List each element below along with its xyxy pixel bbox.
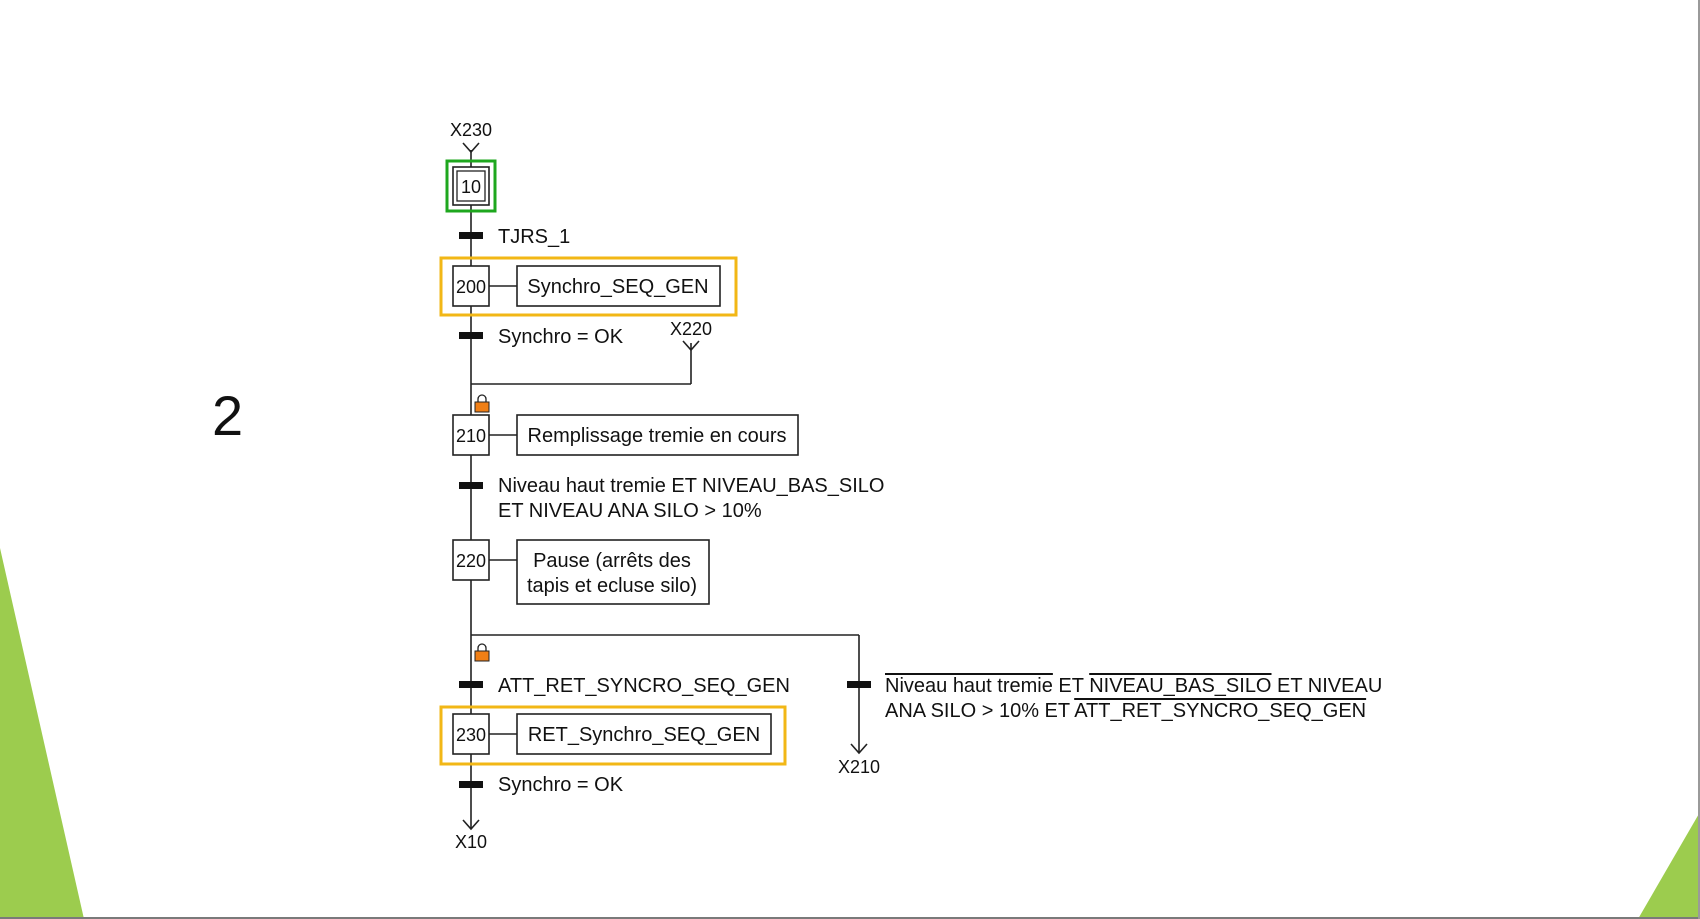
slide-right-border (1698, 0, 1700, 919)
transition-bar-5 (459, 781, 483, 788)
step-200-number: 200 (456, 277, 486, 297)
lock-icon (474, 394, 490, 413)
ref-x10: X10 (455, 832, 487, 852)
transition-4-label: ATT_RET_SYNCRO_SEQ_GEN (498, 675, 790, 697)
slide-bottom-border (0, 917, 1700, 919)
step-220-box (452, 539, 490, 581)
active-step-highlight (445, 159, 497, 213)
transition-alt-line2: ANA SILO > 10% ET ATT_RET_SYNCRO_SEQ_GEN (885, 700, 1366, 722)
action-box-200 (516, 265, 721, 307)
entry-arrow (462, 142, 480, 154)
alt-seg-5: ANA SILO > 10% ET (885, 700, 1074, 722)
step-210-number: 210 (456, 426, 486, 446)
left-green-triangle (0, 548, 84, 919)
alt-seg-negated-1: Niveau haut tremie (885, 675, 1053, 697)
alt-seg-2: ET (1053, 675, 1089, 697)
action-210-label: Remplissage tremie en cours (528, 425, 787, 447)
initial-step-number: 10 (461, 177, 481, 197)
branch-x210-arrow (850, 743, 868, 755)
action-box-220 (516, 539, 710, 605)
transition-3-label-line2: ET NIVEAU ANA SILO > 10% (498, 500, 762, 522)
lock-icon (474, 643, 490, 662)
transition-bar-alt (847, 681, 871, 688)
alt-seg-negated-6: ATT_RET_SYNCRO_SEQ_GEN (1074, 700, 1366, 722)
transition-5-label: Synchro = OK (498, 774, 624, 796)
transition-bar-3 (459, 482, 483, 489)
step-230-number: 230 (456, 725, 486, 745)
entry-ref-x230: X230 (450, 120, 492, 140)
transition-alt-line1: Niveau haut tremie ET NIVEAU_BAS_SILO ET… (885, 675, 1382, 697)
initial-step-outer (452, 166, 490, 206)
step-220-number: 220 (456, 551, 486, 571)
macro-highlight-230 (439, 705, 787, 766)
transition-1-label: TJRS_1 (498, 226, 570, 248)
action-220-label-line2: tapis et ecluse silo) (527, 575, 697, 597)
transition-3-label-line1: Niveau haut tremie ET NIVEAU_BAS_SILO (498, 475, 884, 497)
ref-x210: X210 (838, 757, 880, 777)
transition-bar-4 (459, 681, 483, 688)
ref-x220: X220 (670, 319, 712, 339)
x220-arrow (682, 340, 700, 352)
initial-step-inner (456, 170, 486, 202)
transition-bar-1 (459, 232, 483, 239)
macro-highlight-200 (439, 256, 738, 317)
step-200-box (452, 265, 490, 307)
transition-2-label: Synchro = OK (498, 326, 624, 348)
action-box-230 (516, 713, 772, 755)
action-220-label-line1: Pause (arrêts des (533, 550, 691, 572)
exit-arrow (462, 819, 480, 831)
transition-bar-2 (459, 332, 483, 339)
alt-seg-negated-3: NIVEAU_BAS_SILO (1089, 675, 1271, 697)
slide-number: 2 (212, 384, 244, 447)
right-green-triangle (1638, 812, 1700, 919)
action-200-label: Synchro_SEQ_GEN (527, 276, 708, 298)
action-box-210 (516, 414, 799, 456)
step-230-box (452, 713, 490, 755)
alt-seg-4: ET NIVEAU (1272, 675, 1383, 697)
action-230-label: RET_Synchro_SEQ_GEN (528, 724, 760, 746)
step-210-box (452, 414, 490, 456)
